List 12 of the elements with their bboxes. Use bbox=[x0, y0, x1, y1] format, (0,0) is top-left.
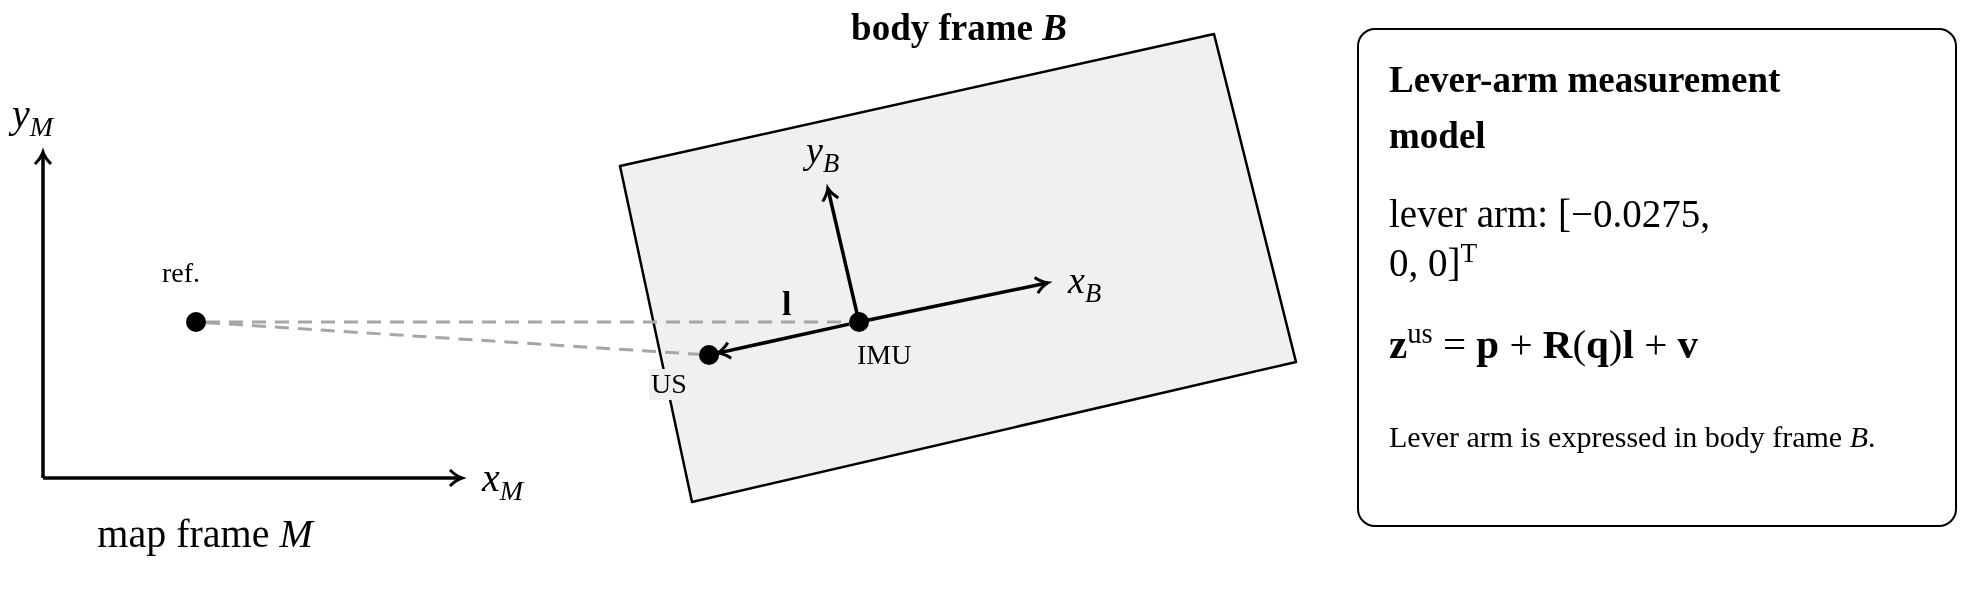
info-panel bbox=[1357, 28, 1957, 527]
point-label: US bbox=[649, 369, 689, 400]
panel-note: Lever arm is expressed in body frame B. bbox=[1389, 419, 1877, 455]
axis-label: x$_{B}$ bbox=[1068, 260, 1102, 302]
frame-title: body frame B bbox=[850, 8, 1068, 49]
axis-label: x$_{M}$ bbox=[482, 456, 524, 500]
lever-arm-value: lever arm: [−0.0275, 0, 0]$^{T}$ bbox=[1389, 191, 1711, 286]
edge-label: l bbox=[781, 284, 793, 322]
frame-label: map frame M bbox=[96, 510, 316, 558]
panel-heading: Lever-arm measurement model bbox=[1389, 58, 1782, 158]
dashed-line bbox=[205, 321, 700, 356]
measurement-equation: z$^{us}$ = p + R(q)l + v bbox=[1389, 322, 1699, 368]
